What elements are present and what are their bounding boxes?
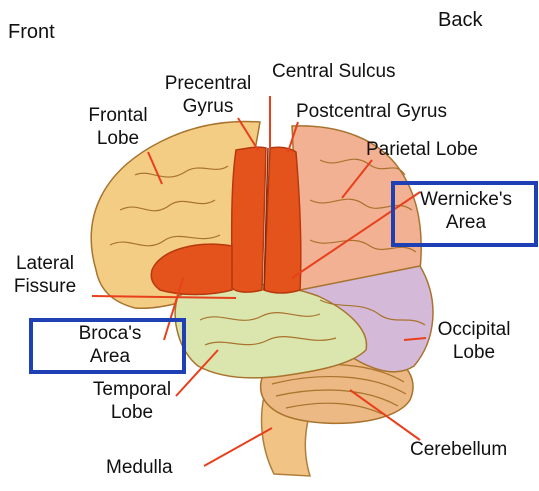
back-label: Back bbox=[438, 9, 482, 32]
wernickes-area-label: Wernicke's Area bbox=[400, 188, 532, 234]
precentral-gyrus bbox=[232, 147, 266, 292]
temporal-lobe-label-line1: Temporal bbox=[76, 378, 188, 401]
frontal-lobe-label: Frontal Lobe bbox=[68, 104, 168, 150]
frontal-lobe-label-line1: Frontal bbox=[68, 104, 168, 127]
occipital-lobe-label-line2: Lobe bbox=[424, 341, 524, 364]
front-label: Front bbox=[8, 21, 55, 44]
precentral-gyrus-label-line1: Precentral bbox=[148, 72, 268, 95]
wernickes-area-label-line1: Wernicke's bbox=[400, 188, 532, 211]
cerebellum-label: Cerebellum bbox=[410, 438, 507, 461]
frontal-lobe-label-line2: Lobe bbox=[68, 127, 168, 150]
postcentral-gyrus-label: Postcentral Gyrus bbox=[296, 100, 447, 123]
parietal-lobe-label: Parietal Lobe bbox=[366, 138, 478, 161]
postcentral-gyrus bbox=[264, 147, 301, 293]
temporal-lobe-label-line2: Lobe bbox=[76, 401, 188, 424]
brocas-area-label-line2: Area bbox=[60, 345, 160, 368]
occipital-lobe-label-line1: Occipital bbox=[424, 318, 524, 341]
central-sulcus-label: Central Sulcus bbox=[272, 60, 396, 83]
wernickes-area-label-line2: Area bbox=[400, 211, 532, 234]
brocas-area-label: Broca's Area bbox=[60, 322, 160, 368]
occipital-lobe-label: Occipital Lobe bbox=[424, 318, 524, 364]
lateral-fissure-label-line2: Fissure bbox=[2, 275, 88, 298]
medulla-label: Medulla bbox=[106, 456, 173, 479]
temporal-lobe-label: Temporal Lobe bbox=[76, 378, 188, 424]
leader-medulla bbox=[204, 428, 272, 466]
brocas-area-label-line1: Broca's bbox=[60, 322, 160, 345]
lateral-fissure-label: Lateral Fissure bbox=[2, 252, 88, 298]
lateral-fissure-label-line1: Lateral bbox=[2, 252, 88, 275]
